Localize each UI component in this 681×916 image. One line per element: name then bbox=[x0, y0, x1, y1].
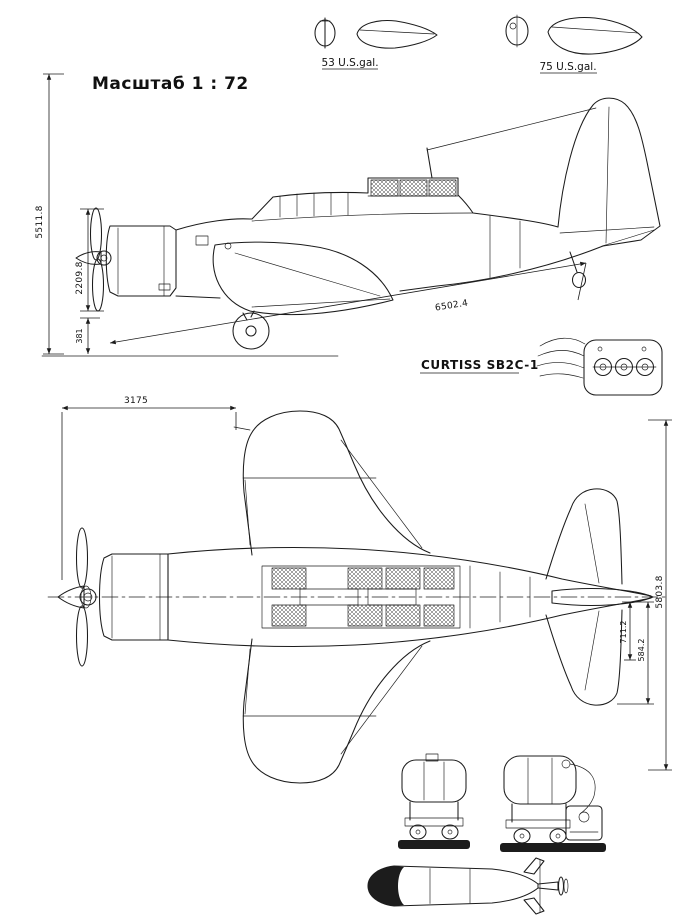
plan-wing-upper bbox=[233, 410, 431, 556]
plan-fin-section bbox=[551, 588, 654, 606]
dim-overall-height: 5511.8 bbox=[35, 205, 45, 238]
dim-stabilizer-span: 584.2 bbox=[637, 639, 646, 662]
side-canopy bbox=[279, 179, 459, 218]
torpedo-nose-cap bbox=[368, 866, 404, 906]
dim-nose-to-wing: 3175 bbox=[124, 396, 148, 406]
dim-fuselage-length: 6502.4 bbox=[434, 298, 468, 313]
dim-propeller-diameter: 2209.8 bbox=[75, 261, 85, 294]
plan-canopy bbox=[261, 565, 461, 629]
torpedo-drawing bbox=[367, 857, 569, 915]
plan-stabilizer-upper bbox=[545, 488, 623, 585]
side-wing bbox=[212, 241, 394, 316]
fuel-tank-75-label: 75 U.S.gal. bbox=[539, 61, 596, 73]
side-view-drawing bbox=[41, 97, 661, 357]
plan-view-drawing bbox=[47, 410, 669, 784]
dim-stabilizer-chord: 711.2 bbox=[619, 621, 628, 644]
fuel-tank-53-label: 53 U.S.gal. bbox=[321, 57, 378, 69]
drop-tank-dolly-right bbox=[500, 755, 606, 852]
side-view-dimensions: 5511.8 2209.8 381 6502.4 bbox=[35, 73, 587, 355]
side-landing-gear bbox=[232, 310, 270, 350]
dim-half-span: 5803.8 bbox=[655, 575, 665, 608]
side-fuselage bbox=[175, 97, 661, 299]
fuel-tank-53-views bbox=[314, 17, 438, 49]
plan-wing-lower bbox=[242, 638, 431, 784]
aircraft-type-label: CURTISS SB2C-1 bbox=[421, 358, 539, 372]
drop-tank-dolly-left bbox=[398, 753, 470, 849]
side-cowling bbox=[105, 225, 177, 297]
plan-stabilizer-lower bbox=[545, 609, 623, 706]
antenna-mast bbox=[426, 107, 597, 179]
dim-ground-clearance: 381 bbox=[75, 328, 84, 343]
scale-label: Масштаб 1 : 72 bbox=[92, 74, 249, 94]
side-propeller bbox=[75, 207, 112, 312]
plan-view-dimensions: 3175 5803.8 584.2 711.2 bbox=[61, 396, 672, 771]
side-tailwheel bbox=[569, 251, 587, 289]
bomb-rack-detail bbox=[536, 337, 663, 396]
plan-propeller bbox=[57, 527, 97, 667]
fuel-tank-75-views bbox=[505, 14, 643, 55]
